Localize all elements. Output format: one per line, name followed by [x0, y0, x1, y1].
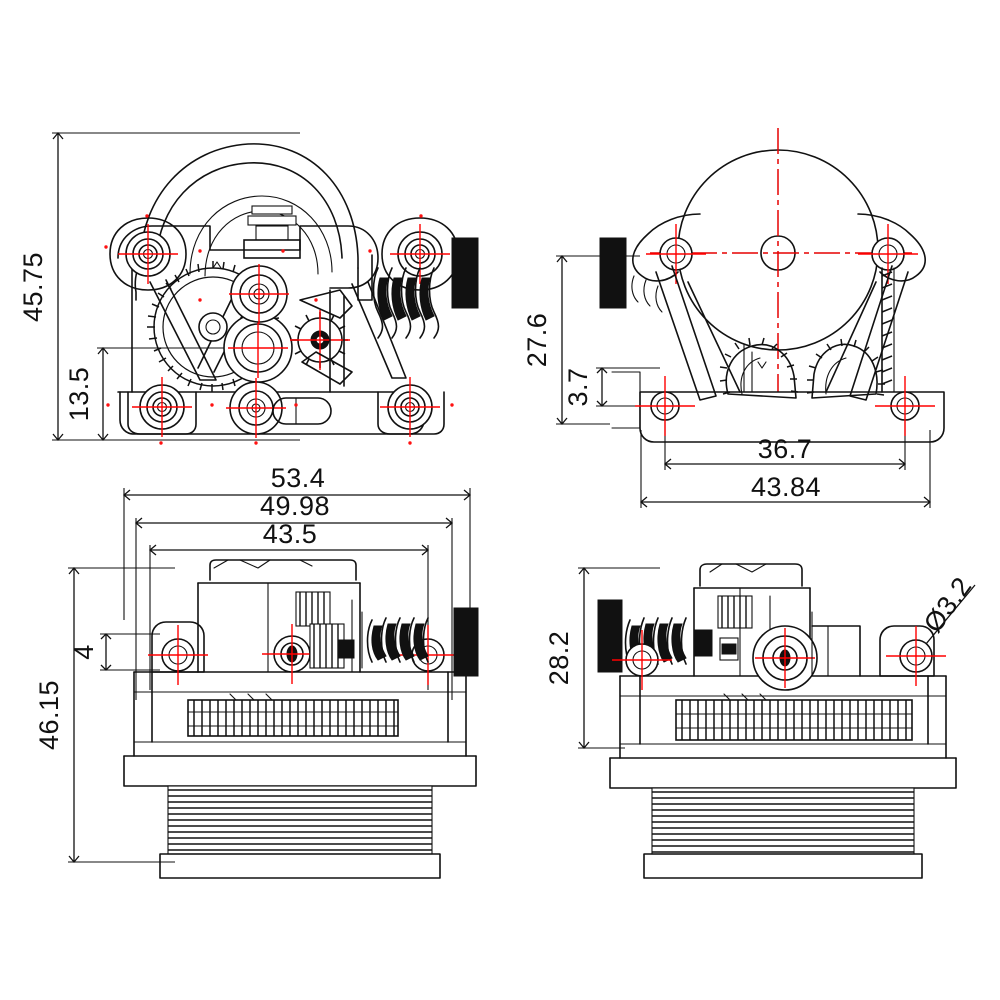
rear-heatsink: [159, 785, 441, 879]
front-slot: [272, 397, 332, 425]
mount-hole-lower-left: [127, 384, 197, 435]
dimension-label-13-5: 13.5: [64, 367, 94, 422]
mount-hole-lower-right: [377, 384, 445, 435]
front-tension-spring: [372, 237, 479, 339]
side-tension-spring: [599, 237, 663, 313]
opp-hotend-block: [643, 853, 923, 879]
opp-spring-stop-block: [597, 599, 623, 673]
dimension-label-46-15: 46.15: [34, 680, 64, 750]
rear-view: 53.4 49.98 43.5 46.15: [34, 463, 479, 879]
opp-internal-detail: [717, 595, 861, 677]
side-gear-sector-left: [719, 337, 799, 399]
front-view: 45.75 13.5: [18, 131, 479, 445]
dimension-4: 4: [69, 633, 160, 671]
rear-housing: [197, 559, 361, 673]
front-spring-stop-block: [451, 237, 479, 309]
dimension-43-5: 43.5: [148, 519, 430, 690]
side-view: 27.6 3.7 36.7 43.84: [522, 128, 945, 508]
filament-port: [243, 205, 301, 259]
dimension-label-28-2: 28.2: [544, 631, 574, 686]
dimension-27-6: 27.6: [522, 254, 640, 426]
dimension-label-4: 4: [69, 644, 99, 660]
side-gear-rack: [881, 267, 895, 393]
side-struts: [655, 265, 909, 401]
dimension-49-98: 49.98: [134, 491, 454, 700]
opp-heatsink: [643, 787, 923, 879]
opposite-side-view: 28.2 Ø3.2: [544, 563, 978, 879]
opp-gear-band: [675, 693, 913, 741]
dimension-label-53-4: 53.4: [271, 463, 326, 493]
rear-hotend-block: [159, 853, 441, 879]
dimension-53-4: 53.4: [122, 463, 472, 620]
dimension-3-7: 3.7: [563, 367, 660, 407]
front-idler-lever: [299, 289, 353, 393]
side-gear-sector-right: [806, 338, 885, 399]
side-motor-centerlines: [650, 128, 912, 392]
dimension-13-5: 13.5: [64, 346, 230, 442]
dimension-28-2: 28.2: [544, 566, 660, 750]
dimension-label-27-6: 27.6: [522, 313, 552, 368]
side-base-plate: [611, 371, 945, 443]
rear-tension-spring: [366, 607, 479, 677]
side-shaft-details: [743, 343, 767, 393]
dimension-label-45-75: 45.75: [18, 252, 48, 322]
dimension-label-43-84: 43.84: [751, 472, 821, 502]
mount-hole-upper-left: [109, 217, 187, 291]
rear-gear-band: [187, 693, 399, 737]
side-spring-stop-block: [599, 237, 627, 309]
side-motor-body: [677, 149, 879, 351]
dimension-label-43-5: 43.5: [263, 519, 318, 549]
dimension-43-84: 43.84: [639, 430, 932, 508]
dimension-46-15: 46.15: [34, 566, 175, 864]
dimension-label-49-98: 49.98: [260, 491, 330, 521]
dimension-label-36-7: 36.7: [758, 434, 813, 464]
dimension-label-3-7: 3.7: [563, 367, 593, 406]
rear-spring-stop-block: [453, 607, 479, 677]
rear-internal-detail: [295, 591, 363, 673]
